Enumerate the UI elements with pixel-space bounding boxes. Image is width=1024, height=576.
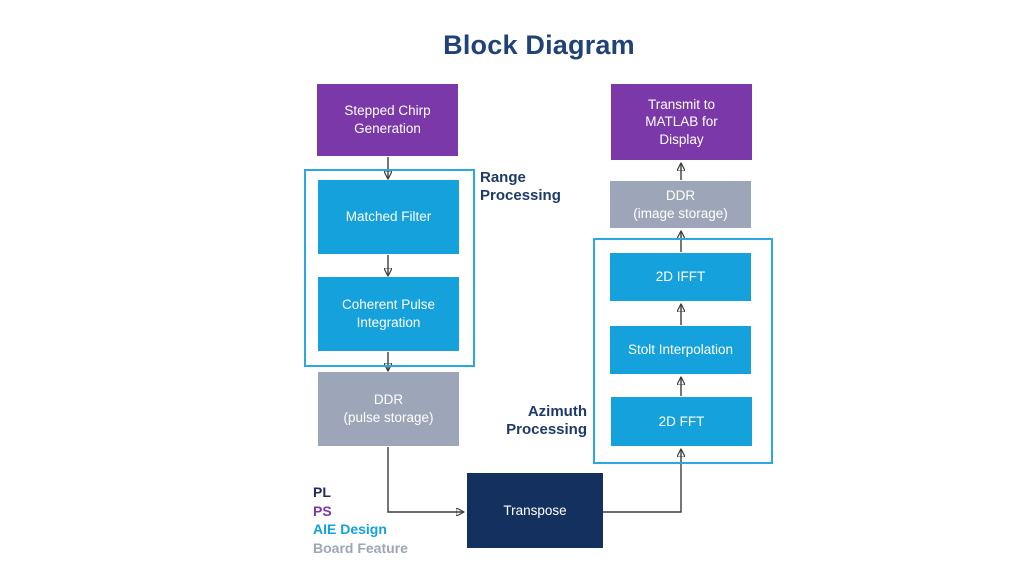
legend-item-pl: PL: [313, 484, 331, 500]
node-matched-filter: Matched Filter: [318, 180, 459, 254]
legend-item-board-feature: Board Feature: [313, 539, 408, 556]
node-transmit-to-matlab: Transmit to MATLAB for Display: [611, 84, 752, 160]
legend: PL PS AIE Design Board Feature: [313, 483, 408, 557]
node-stolt-interpolation: Stolt Interpolation: [610, 326, 751, 374]
node-2d-fft: 2D FFT: [611, 397, 752, 446]
group-box-range-processing: [304, 169, 475, 367]
label-azimuth-processing: Azimuth Processing: [506, 403, 587, 438]
legend-item-ps: PS: [313, 502, 332, 519]
node-transpose: Transpose: [467, 473, 603, 548]
node-ddr-pulse-storage: DDR (pulse storage): [318, 372, 459, 446]
node-ddr-image-storage: DDR (image storage): [610, 181, 751, 228]
label-range-processing: Range Processing: [480, 169, 561, 204]
node-2d-ifft: 2D IFFT: [610, 253, 751, 301]
legend-item-aie-design: AIE Design: [313, 521, 387, 537]
group-box-azimuth-processing: [593, 238, 773, 464]
page-title: Block Diagram: [443, 30, 635, 60]
node-coherent-pulse-integration: Coherent Pulse Integration: [318, 277, 459, 351]
node-stepped-chirp-generation: Stepped Chirp Generation: [317, 84, 458, 156]
